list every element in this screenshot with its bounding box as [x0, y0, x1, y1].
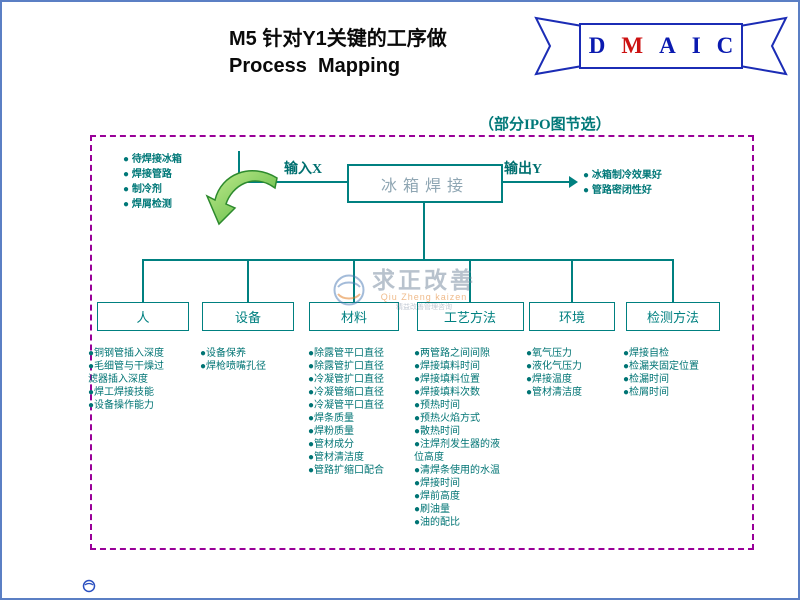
footer-logo-icon — [82, 579, 96, 593]
category-item: ●设备操作能力 — [88, 400, 155, 411]
category-item: ●散热时间 — [414, 426, 461, 437]
input-elbow-line — [238, 151, 240, 183]
category-item: ●检漏时间 — [623, 374, 670, 385]
category-item: ●焊接自检 — [623, 348, 670, 359]
dmaic-letter-c: C — [716, 33, 734, 58]
subtitle: （部分IPO图节选） — [479, 117, 611, 133]
category-item: ●焊接时间 — [414, 478, 461, 489]
category-item: ●焊条质量 — [308, 413, 355, 424]
category-item: ●冷凝管扩口直径 — [308, 374, 385, 385]
category-item: ●管材成分 — [308, 439, 355, 450]
output-item: ● 冰箱制冷效果好 — [583, 170, 662, 181]
category-item: ●检漏夹固定位置 — [623, 361, 700, 372]
category-box: 环境 — [529, 302, 615, 331]
category-list: ●焊接自检 ●检漏夹固定位置 ●检漏时间 ●检屑时间 — [623, 347, 715, 399]
input-item: ● 制冷剂 — [123, 184, 162, 195]
category-item: ●焊接填料时间 — [414, 361, 481, 372]
dmaic-banner: D M A I C — [530, 14, 792, 78]
output-line — [503, 181, 571, 183]
category-list: ●两管路之间间隙 ●焊接填料时间 ●焊接填料位置 ●焊接填料次数 ●预热时间 ●预热火焰方… — [414, 347, 506, 529]
category-box: 材料 — [309, 302, 399, 331]
category-stub-line — [571, 260, 573, 302]
process-connector-line — [423, 203, 425, 260]
process-box: 冰箱焊接 — [347, 164, 503, 203]
output-item: ● 管路密闭性好 — [583, 185, 652, 196]
category-item: ●焊接填料位置 — [414, 374, 481, 385]
category-item: ●除露管扩口直径 — [308, 361, 385, 372]
category-item: ●焊工焊接技能 — [88, 387, 155, 398]
category-list: ●除露管平口直径 ●除露管扩口直径 ●冷凝管扩口直径 ●冷凝管缩口直径 ●冷凝管平口直径… — [308, 347, 400, 477]
category-item: ●设备保养 — [200, 348, 247, 359]
category-stub-line — [142, 260, 144, 302]
category-item: ●管材清洁度 — [308, 452, 365, 463]
category-list: ●铜钢管插入深度 ●毛细管与干燥过滤器插入深度 ●焊工焊接技能 ●设备操作能力 — [88, 347, 172, 412]
category-item: ●清焊条使用的水温 — [414, 465, 501, 476]
category-item: ●冷凝管缩口直径 — [308, 387, 385, 398]
input-item: ● 焊接管路 — [123, 169, 172, 180]
category-item: ●管材清洁度 — [526, 387, 583, 398]
category-item: ●冷凝管平口直径 — [308, 400, 385, 411]
category-item: ●焊接填料次数 — [414, 387, 481, 398]
ribbon-shape-icon — [534, 16, 788, 76]
input-label: 输入X — [284, 162, 323, 177]
category-item: ●预热火焰方式 — [414, 413, 481, 424]
category-list: ●氧气压力 ●液化气压力 ●焊接温度 ●管材清洁度 — [526, 347, 618, 399]
dmaic-letter-i: I — [691, 33, 701, 58]
dashed-frame — [90, 135, 754, 550]
category-item: ●管路扩缩口配合 — [308, 465, 385, 476]
category-box: 工艺方法 — [416, 302, 524, 331]
category-item: ●油的配比 — [414, 517, 461, 528]
bus-line — [142, 259, 674, 261]
category-item: ●除露管平口直径 — [308, 348, 385, 359]
category-box: 设备 — [202, 302, 294, 331]
dmaic-letter-a: A — [659, 33, 676, 58]
category-item: ●注焊剂发生器的液位高度 — [414, 439, 501, 463]
dmaic-letter-d: D — [588, 33, 606, 58]
category-item: ●焊接温度 — [526, 374, 573, 385]
output-arrowhead-icon — [569, 176, 578, 188]
green-curved-arrow-icon — [205, 170, 278, 226]
input-item: ● 焊屑检测 — [123, 199, 172, 210]
category-stub-line — [672, 260, 674, 302]
category-box: 检测方法 — [626, 302, 720, 331]
category-item: ●焊前高度 — [414, 491, 461, 502]
category-stub-line — [353, 260, 355, 302]
category-item: ●检屑时间 — [623, 387, 670, 398]
category-item: ●液化气压力 — [526, 361, 583, 372]
category-item: ●预热时间 — [414, 400, 461, 411]
category-box: 人 — [97, 302, 189, 331]
category-list: ●设备保养 ●焊枪喷嘴孔径 — [200, 347, 292, 373]
category-item: ●焊枪喷嘴孔径 — [200, 361, 267, 372]
category-item: ●焊粉质量 — [308, 426, 355, 437]
category-item: ●毛细管与干燥过滤器插入深度 — [88, 361, 165, 385]
category-stub-line — [469, 260, 471, 302]
category-item: ●氧气压力 — [526, 348, 573, 359]
title-line-2: Process Mapping — [229, 55, 401, 77]
input-list: ● 待焊接冰箱 ● 焊接管路 ● 制冷剂 ● 焊屑检测 — [123, 152, 243, 212]
category-item: ●两管路之间间隙 — [414, 348, 491, 359]
dmaic-letter-m: M — [621, 33, 644, 58]
output-list: ● 冰箱制冷效果好 ● 管路密闭性好 — [583, 168, 713, 198]
page-title: M5 针对Y1关键的工序做 Process Mapping — [229, 26, 447, 80]
category-item: ●刷油量 — [414, 504, 451, 515]
output-label: 输出Y — [504, 162, 543, 177]
dmaic-letters: D M A I C — [530, 14, 792, 78]
input-item: ● 待焊接冰箱 — [123, 154, 182, 165]
input-line — [238, 181, 348, 183]
category-item: ●铜钢管插入深度 — [88, 348, 165, 359]
title-line-1: M5 针对Y1关键的工序做 — [229, 28, 447, 50]
category-stub-line — [247, 260, 249, 302]
